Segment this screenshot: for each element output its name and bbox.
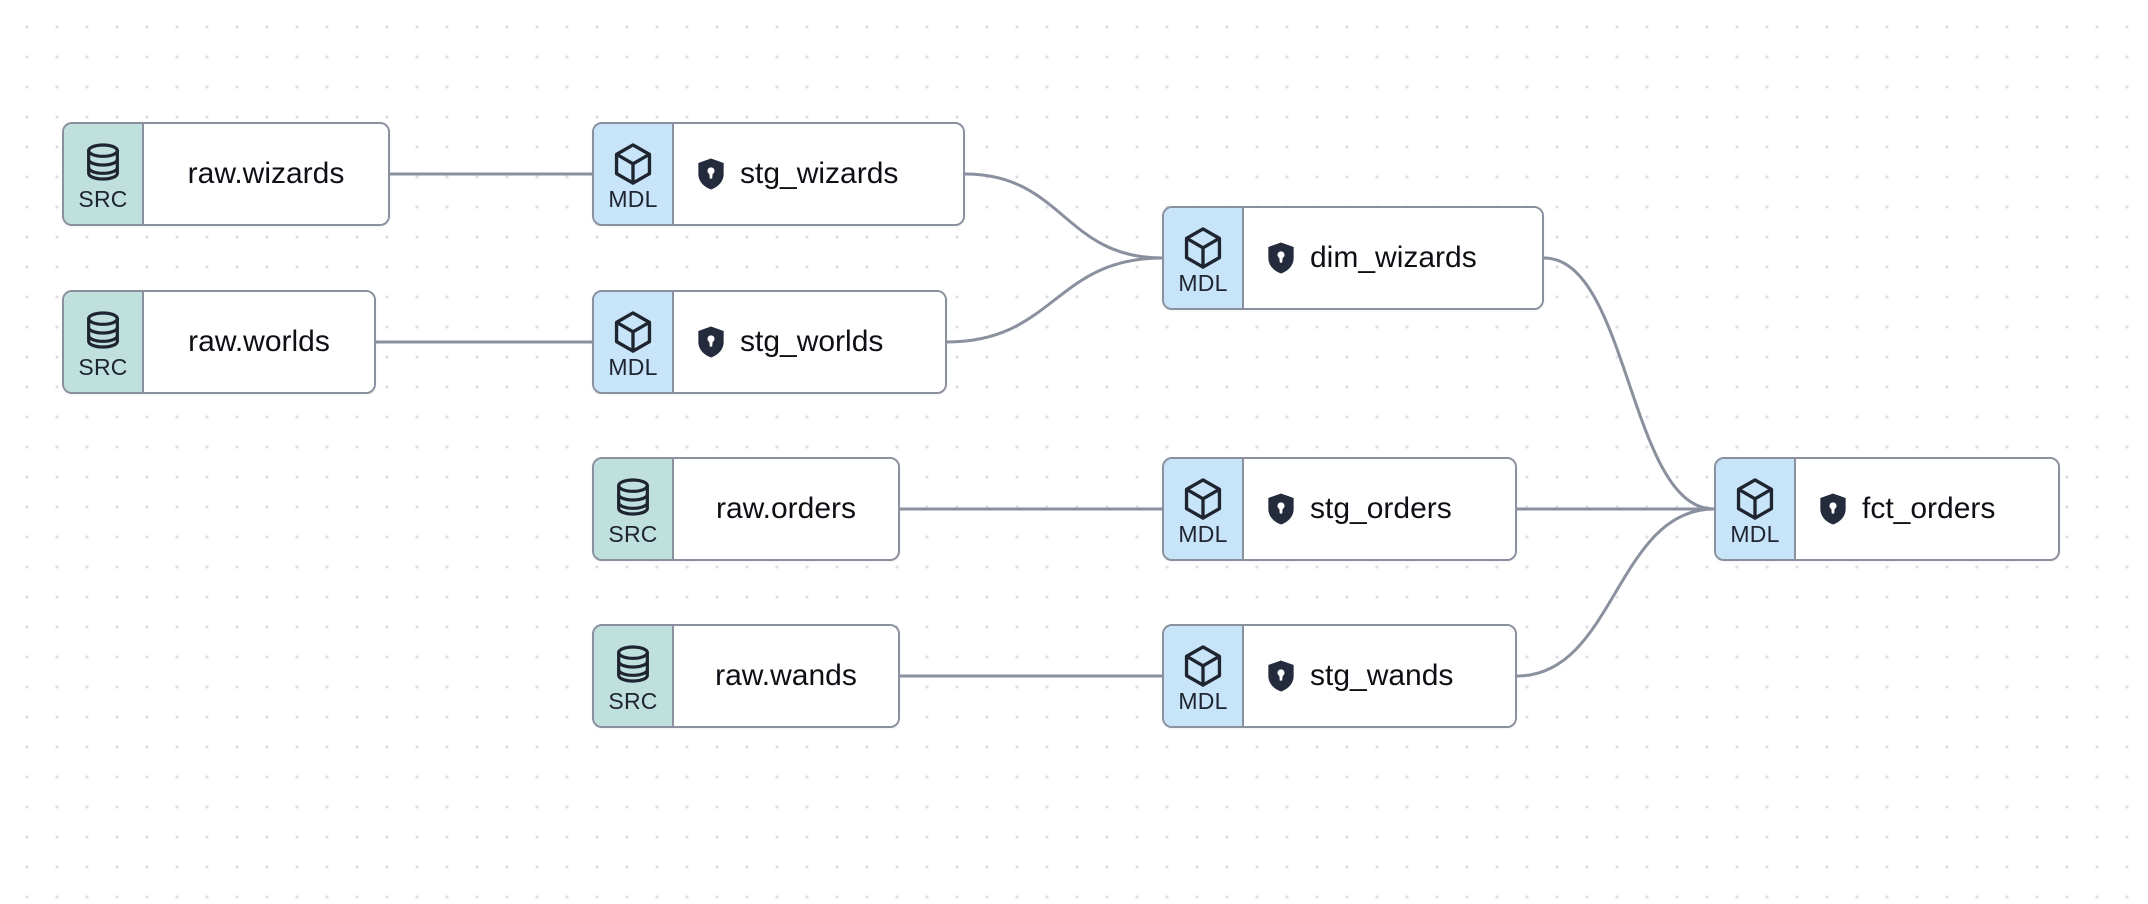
node-type-label: MDL bbox=[1178, 687, 1228, 714]
lineage-edge bbox=[1542, 256, 1716, 511]
node-dim_wizards[interactable]: MDL dim_wizards bbox=[1162, 206, 1544, 310]
node-raw_wands[interactable]: SRC raw.wands bbox=[592, 624, 900, 728]
node-raw_orders[interactable]: SRC raw.orders bbox=[592, 457, 900, 561]
node-type-badge-mdl: MDL bbox=[1164, 459, 1244, 559]
node-stg_orders[interactable]: MDL stg_orders bbox=[1162, 457, 1517, 561]
lineage-edge bbox=[945, 256, 1164, 344]
node-type-badge-mdl: MDL bbox=[1716, 459, 1796, 559]
shield-lock-icon bbox=[1818, 492, 1848, 526]
node-raw_worlds[interactable]: SRC raw.worlds bbox=[62, 290, 376, 394]
node-type-badge-mdl: MDL bbox=[594, 292, 674, 392]
node-type-label: MDL bbox=[1730, 520, 1780, 547]
node-body: stg_wizards bbox=[674, 124, 963, 224]
node-body: raw.wands bbox=[674, 626, 898, 726]
node-body: raw.wizards bbox=[144, 124, 388, 224]
node-label: raw.worlds bbox=[188, 325, 330, 358]
node-stg_worlds[interactable]: MDL stg_worlds bbox=[592, 290, 947, 394]
node-type-label: MDL bbox=[1178, 269, 1228, 296]
node-type-badge-mdl: MDL bbox=[1164, 626, 1244, 726]
cube-icon bbox=[1182, 644, 1224, 688]
node-body: stg_wands bbox=[1244, 626, 1515, 726]
node-label: stg_worlds bbox=[740, 325, 884, 358]
cube-icon bbox=[1182, 226, 1224, 270]
cube-icon bbox=[1734, 477, 1776, 521]
node-type-label: MDL bbox=[608, 185, 658, 212]
node-raw_wizards[interactable]: SRC raw.wizards bbox=[62, 122, 390, 226]
node-body: fct_orders bbox=[1796, 459, 2058, 559]
node-fct_orders[interactable]: MDL fct_orders bbox=[1714, 457, 2060, 561]
node-stg_wands[interactable]: MDL stg_wands bbox=[1162, 624, 1517, 728]
shield-lock-icon bbox=[1266, 241, 1296, 275]
node-body: raw.worlds bbox=[144, 292, 374, 392]
node-label: stg_orders bbox=[1310, 492, 1452, 525]
node-label: raw.wizards bbox=[187, 157, 345, 190]
node-type-badge-src: SRC bbox=[594, 459, 674, 559]
node-type-badge-src: SRC bbox=[64, 124, 144, 224]
node-type-label: SRC bbox=[78, 185, 128, 212]
node-stg_wizards[interactable]: MDL stg_wizards bbox=[592, 122, 965, 226]
node-type-label: SRC bbox=[608, 687, 658, 714]
database-icon bbox=[613, 644, 653, 688]
lineage-edge bbox=[963, 172, 1164, 260]
node-body: dim_wizards bbox=[1244, 208, 1542, 308]
node-type-badge-mdl: MDL bbox=[1164, 208, 1244, 308]
node-label: stg_wands bbox=[1310, 659, 1454, 692]
database-icon bbox=[83, 310, 123, 354]
shield-lock-icon bbox=[696, 325, 726, 359]
node-label: stg_wizards bbox=[740, 157, 899, 190]
node-label: dim_wizards bbox=[1310, 241, 1477, 274]
node-label: raw.wands bbox=[715, 659, 857, 692]
node-type-badge-mdl: MDL bbox=[594, 124, 674, 224]
shield-lock-icon bbox=[1266, 492, 1296, 526]
lineage-edge bbox=[1515, 507, 1716, 678]
cube-icon bbox=[612, 310, 654, 354]
node-label: fct_orders bbox=[1862, 492, 1996, 525]
node-label: raw.orders bbox=[715, 492, 857, 525]
node-type-label: MDL bbox=[608, 353, 658, 380]
cube-icon bbox=[612, 142, 654, 186]
shield-lock-icon bbox=[1266, 659, 1296, 693]
database-icon bbox=[613, 477, 653, 521]
node-body: stg_orders bbox=[1244, 459, 1515, 559]
node-type-label: SRC bbox=[78, 353, 128, 380]
database-icon bbox=[83, 142, 123, 186]
node-type-badge-src: SRC bbox=[594, 626, 674, 726]
node-type-label: MDL bbox=[1178, 520, 1228, 547]
node-body: stg_worlds bbox=[674, 292, 945, 392]
node-type-badge-src: SRC bbox=[64, 292, 144, 392]
node-type-label: SRC bbox=[608, 520, 658, 547]
node-body: raw.orders bbox=[674, 459, 898, 559]
cube-icon bbox=[1182, 477, 1224, 521]
shield-lock-icon bbox=[696, 157, 726, 191]
